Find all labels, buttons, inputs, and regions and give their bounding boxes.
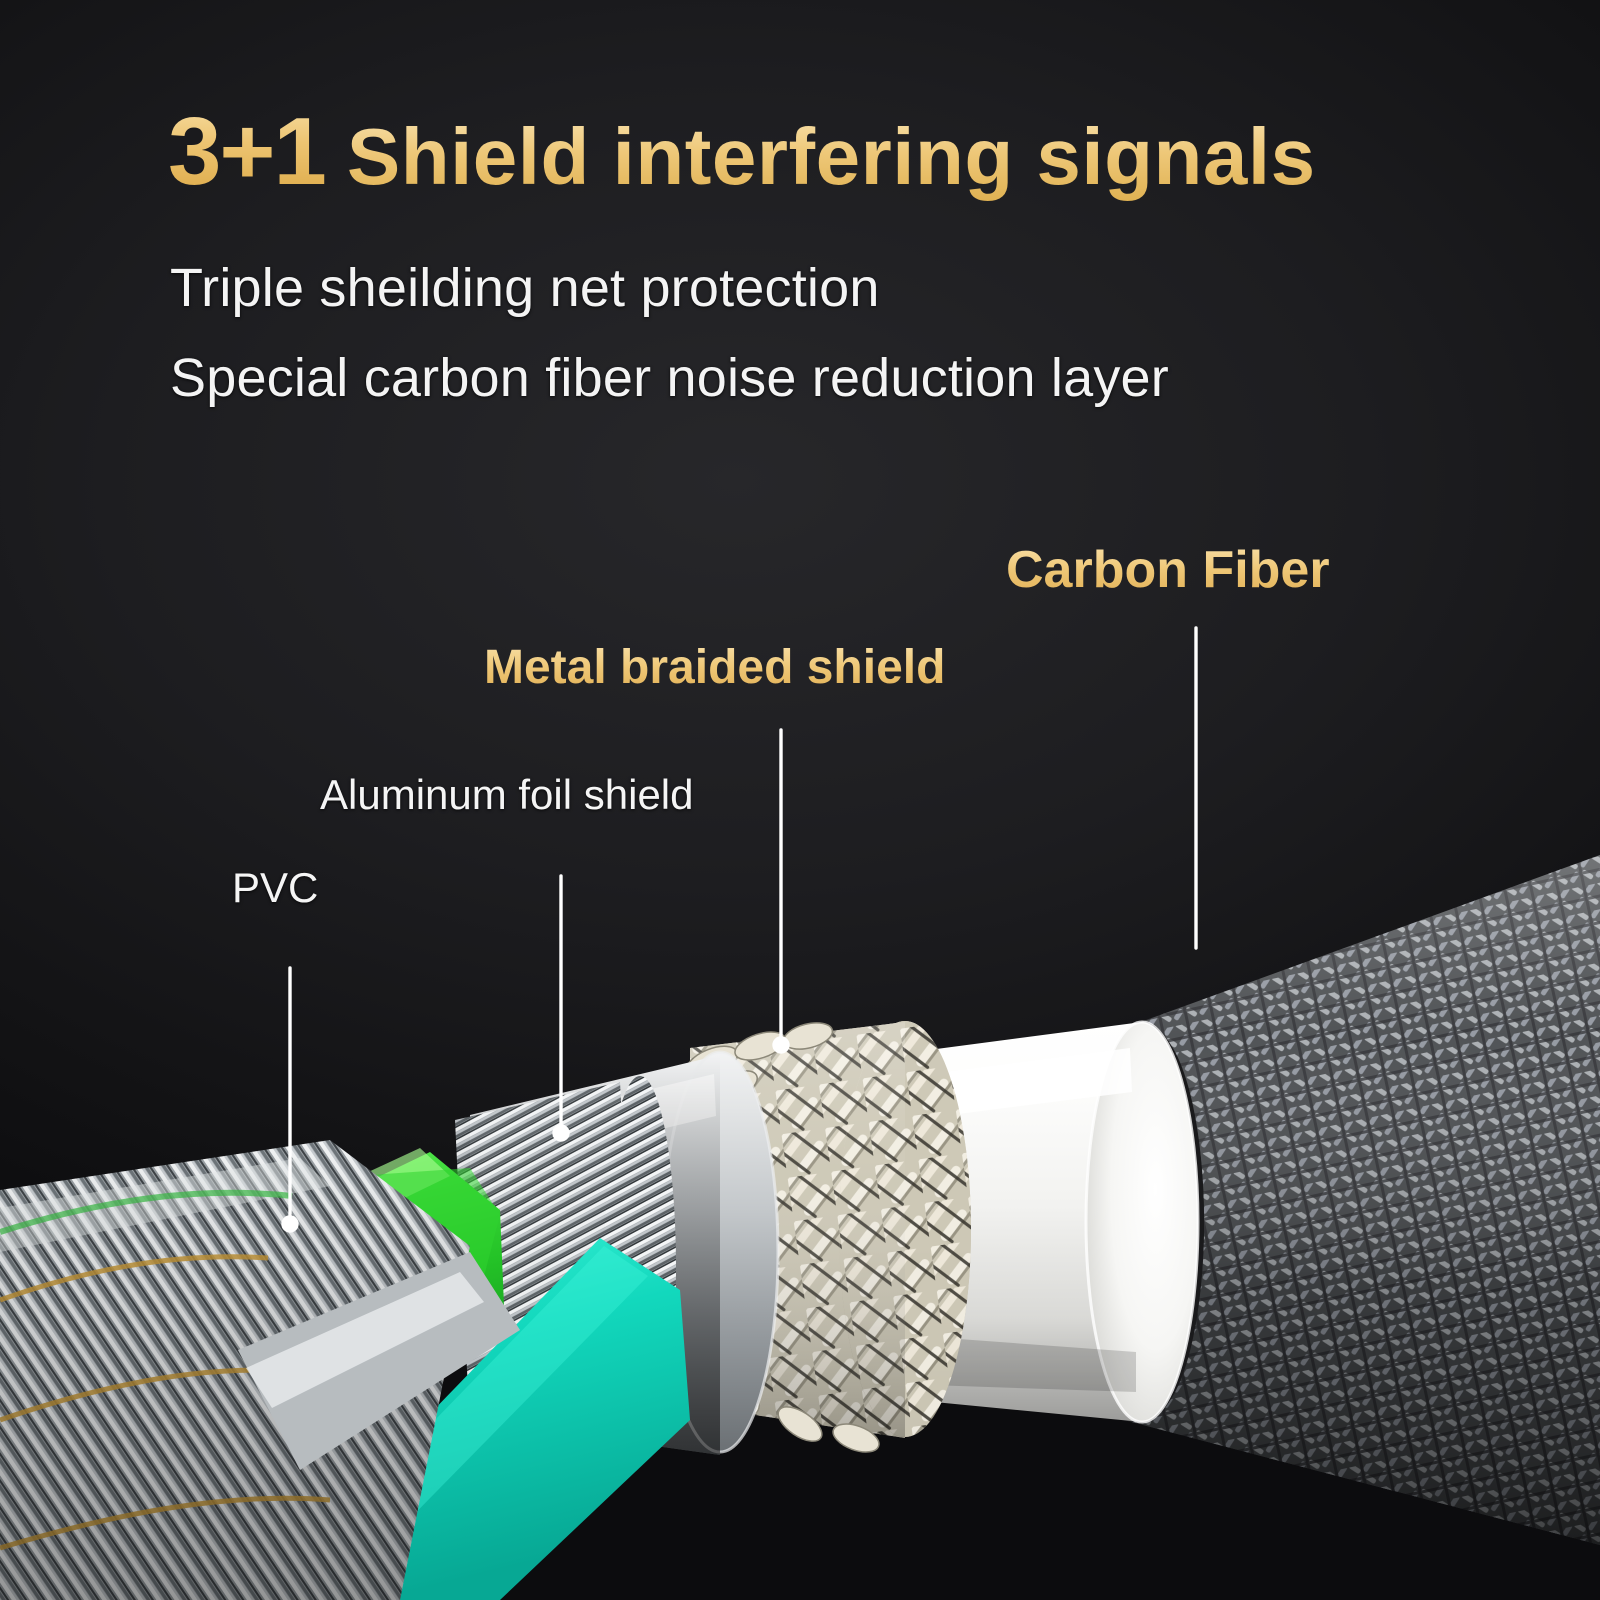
headline-main: Shield interfering signals (346, 112, 1316, 201)
inner-conductor-core (238, 1252, 520, 1470)
subtitle-line-1: Triple sheilding net protection (170, 258, 880, 318)
callout-label-metal-braided-shield: Metal braided shield (484, 641, 946, 694)
callout-label-pvc: PVC (232, 864, 319, 911)
callout-label-carbon-fiber: Carbon Fiber (1006, 541, 1330, 599)
headline-badge: 3+1 (168, 98, 327, 205)
subtitle-line-2: Special carbon fiber noise reduction lay… (170, 348, 1169, 408)
callout-label-aluminum-foil-shield: Aluminum foil shield (320, 771, 694, 818)
